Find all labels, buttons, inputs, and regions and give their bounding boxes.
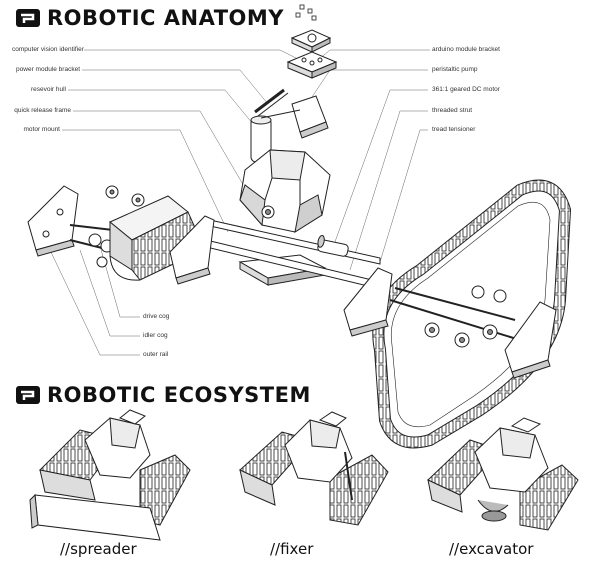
folded-ribbon-logo-icon [16,9,40,27]
robot-fixer [239,411,389,526]
robot-spreader [29,409,191,541]
callout-motor-mount: motor mount [23,126,61,133]
arduino-module-bracket [254,88,289,117]
callout-drive-cog: drive cog [143,313,170,320]
folded-ribbon-logo-icon [16,386,40,404]
callout-power-module-bracket: power module bracket [16,66,80,73]
reservoir-hull [239,109,331,234]
computer-vision-identifier [290,29,332,53]
ecosystem-title: ROBOTIC ECOSYSTEM [47,383,311,407]
right-side-plate [343,267,393,337]
anatomy-heading: ROBOTIC ANATOMY [15,6,284,30]
callout-outer-rail: outer rail [143,351,169,358]
left-side-plate [27,185,79,257]
left-inner-plate [169,215,215,285]
callout-idler-cog: idler cog [143,332,168,339]
callout-geared-dc-motor: 361:1 geared DC motor [432,86,500,93]
callout-computer-vision-identifier: computer vision identifier [12,46,84,53]
anatomy-title: ROBOTIC ANATOMY [47,6,284,30]
ecosystem-heading: ROBOTIC ECOSYSTEM [15,383,311,407]
caption-fixer: //fixer [270,540,314,558]
callout-quick-release-frame: quick release frame [14,107,71,114]
callout-threaded-strut: threaded strut [432,107,473,114]
peristaltic-pump [291,95,329,139]
right-outer-plate [504,301,557,379]
caption-spreader: //spreader [60,540,137,558]
geared-dc-motor [317,234,349,257]
power-module-bracket [286,51,338,79]
leader-lines [49,49,430,356]
callout-tread-tensioner: tread tensioner [432,126,476,133]
robot-excavator [427,417,579,531]
small-screws [295,4,317,21]
caption-excavator: //excavator [449,540,534,558]
callout-arduino-module-bracket: arduino module bracket [432,46,500,53]
callout-resevoir-hull: resevoir hull [30,86,66,93]
right-axles [389,285,521,348]
callout-peristaltic-pump: peristaltic pump [432,66,478,73]
left-tread-block [109,195,197,281]
